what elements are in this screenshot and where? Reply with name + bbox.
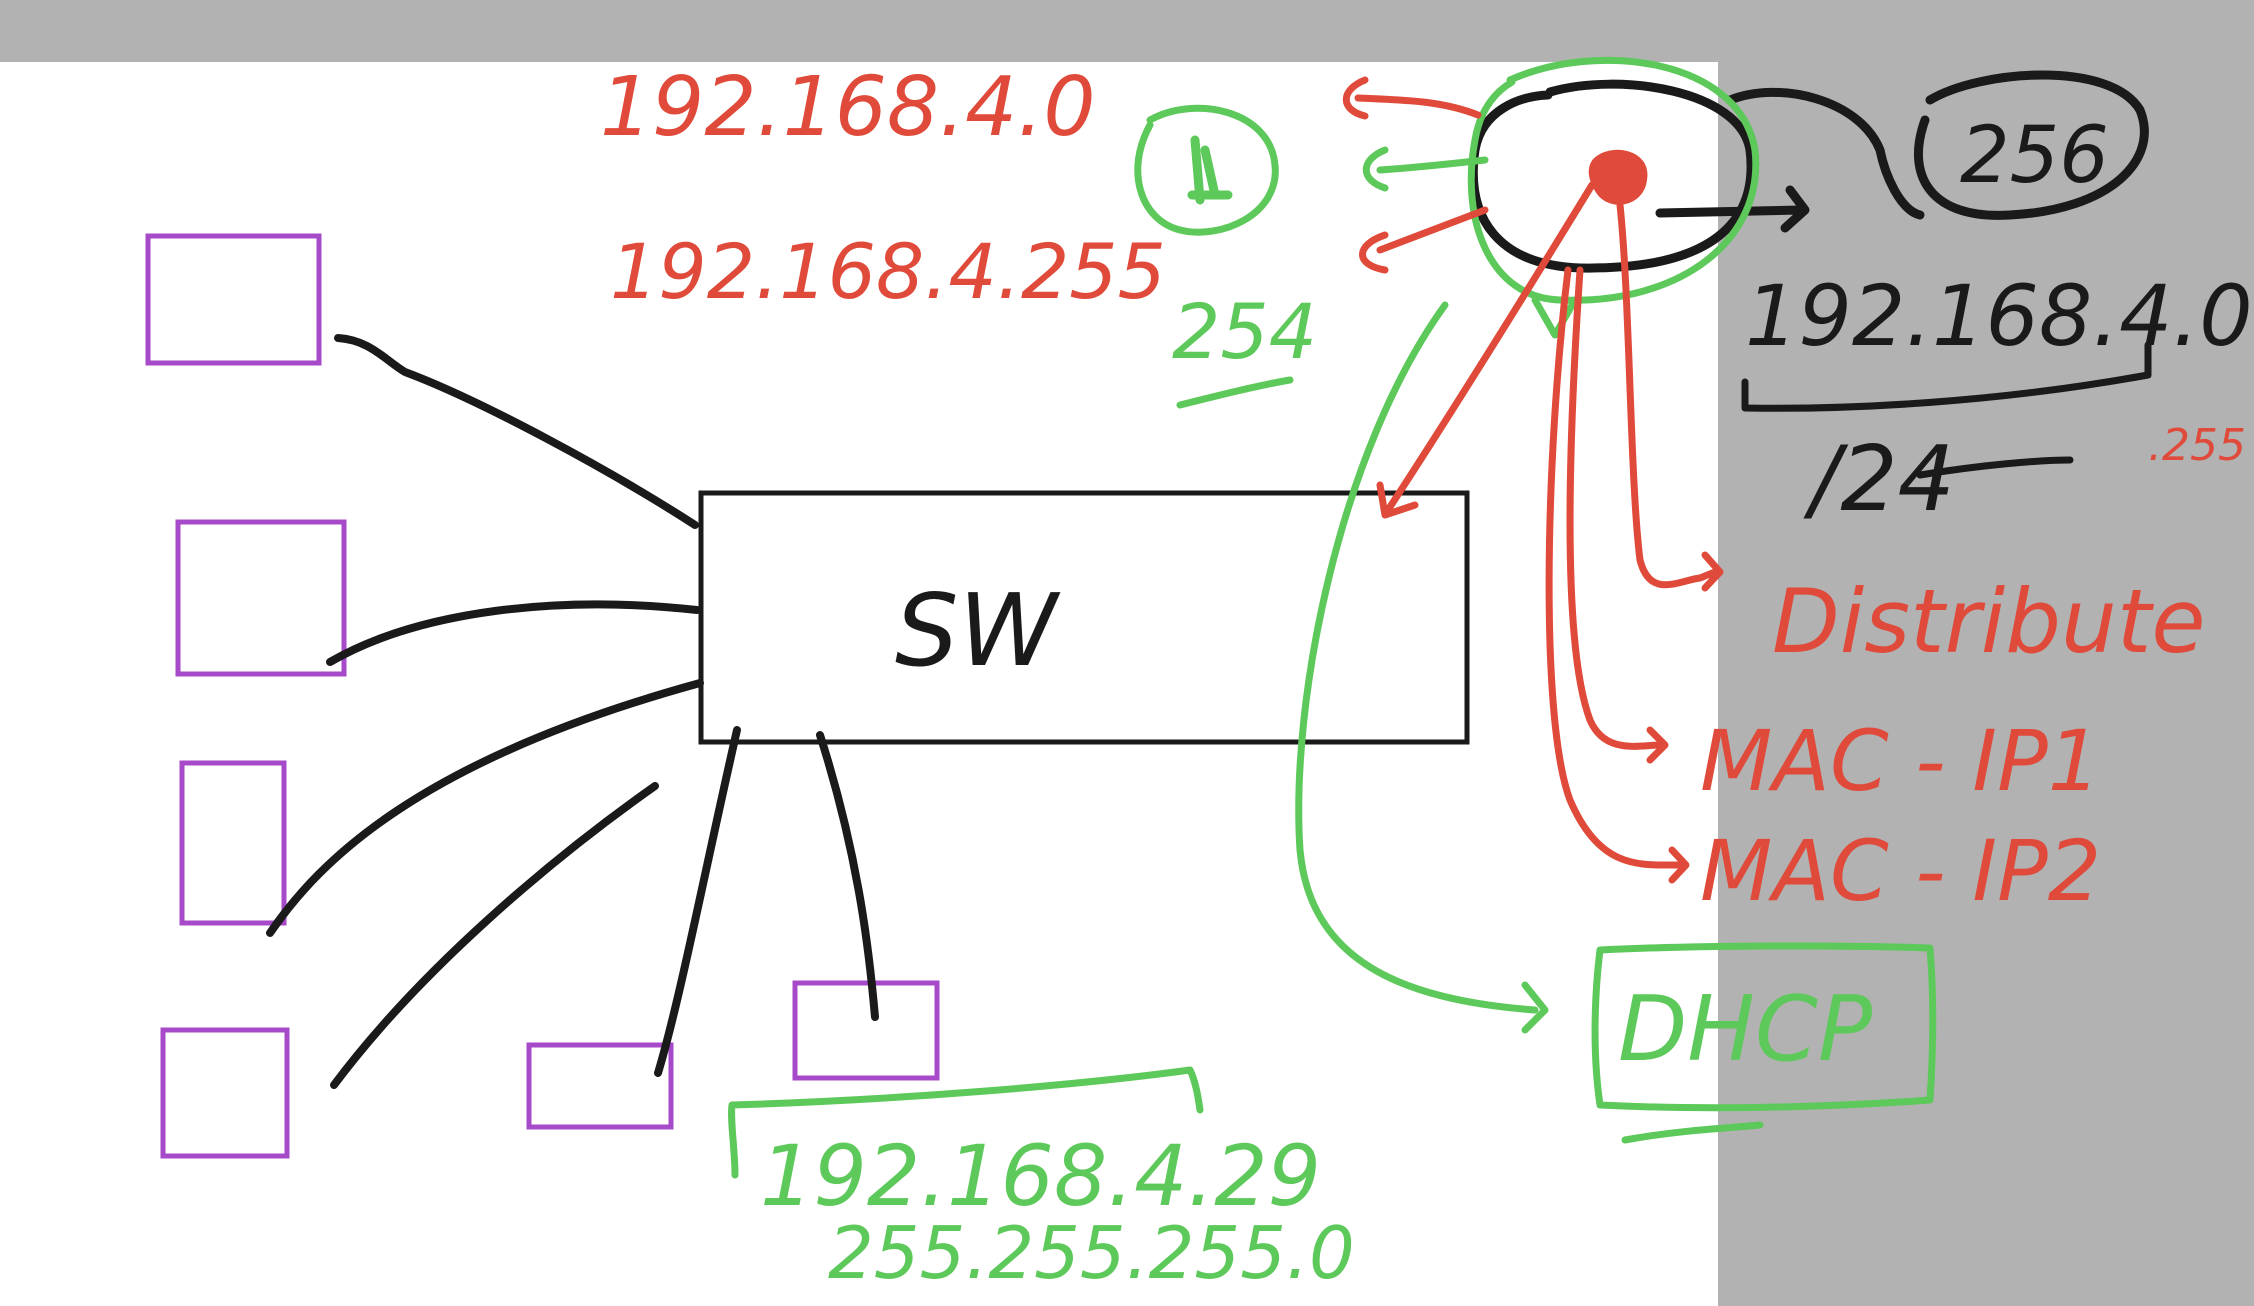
red-arrows xyxy=(1342,76,1724,884)
switch-box xyxy=(698,490,1470,745)
host-ip-label: 192.168.4.29 xyxy=(760,1127,1321,1225)
red-labels: 192.168.4.0 192.168.4.255 Distribute MAC… xyxy=(600,60,2246,920)
host-box-2 xyxy=(175,519,347,677)
prefix-label: /24 xyxy=(1803,427,1955,532)
red-line-mac1 xyxy=(1566,266,1669,764)
router-red-dot xyxy=(1588,149,1648,205)
distribute-label: Distribute xyxy=(1772,570,2205,673)
host-box-5 xyxy=(526,1042,674,1130)
circle-256 xyxy=(1913,70,2149,220)
bracket-line xyxy=(1741,341,2152,412)
link-to-256 xyxy=(1725,87,1925,220)
cable-2 xyxy=(326,600,701,666)
cable-4 xyxy=(330,782,659,1089)
red-arrow-left-1 xyxy=(1342,76,1482,120)
green-circle xyxy=(1467,56,1760,304)
dhcp-box xyxy=(1591,942,1937,1112)
host-mask-label: 255.255.255.0 xyxy=(828,1211,1355,1295)
underline-254 xyxy=(1176,376,1294,409)
host-box-1 xyxy=(145,233,322,366)
cable-1 xyxy=(334,334,699,529)
dhcp-label: DHCP xyxy=(1618,977,1873,1082)
green-tail xyxy=(1531,296,1579,339)
right-address-label: 192.168.4.0 xyxy=(1745,267,2253,365)
switch-label: SW xyxy=(895,572,1060,689)
red-line-mac2 xyxy=(1545,266,1690,884)
host-box-3 xyxy=(179,760,287,926)
green-arrow-dhcp xyxy=(1295,301,1549,1034)
green-circle-small xyxy=(1134,104,1279,236)
red-line-distribute xyxy=(1616,201,1724,592)
host-box-6 xyxy=(792,980,940,1081)
broadcast-note-label: .255 xyxy=(2148,420,2246,471)
red-arrow-left-2 xyxy=(1359,206,1489,274)
cable-5 xyxy=(654,726,741,1077)
cable-3 xyxy=(266,679,704,937)
mac-ip2-label: MAC - IP2 xyxy=(1700,822,2101,920)
cable-6 xyxy=(816,731,879,1021)
dhcp-underline xyxy=(1621,1121,1764,1144)
broadcast-address-label: 192.168.4.255 xyxy=(610,227,1166,316)
green-labels: 254 DHCP 192.168.4.29 255.255.255.0 xyxy=(760,287,1873,1295)
network-address-label: 192.168.4.0 xyxy=(600,60,1096,155)
total-addresses: 256 xyxy=(1960,111,2109,201)
address-bracket xyxy=(1741,341,2152,479)
host-boxes xyxy=(145,233,940,1159)
host-example-bracket xyxy=(728,1066,1204,1179)
host-count-label: 254 xyxy=(1172,287,1317,376)
mac-ip1-label: MAC - IP1 xyxy=(1700,712,2101,810)
prefix-strike xyxy=(1916,456,2074,479)
router-highlight xyxy=(1467,56,1760,339)
router-arrow xyxy=(1655,185,1810,233)
host-box-4 xyxy=(160,1027,290,1159)
cables xyxy=(266,334,879,1089)
red-arrow-to-switch xyxy=(1376,181,1596,519)
green-arrows xyxy=(728,104,1937,1179)
black-labels: 192.168.4.0 /24 xyxy=(1745,267,2253,532)
green-scribble xyxy=(1187,135,1233,205)
green-arrow-left xyxy=(1362,146,1489,192)
